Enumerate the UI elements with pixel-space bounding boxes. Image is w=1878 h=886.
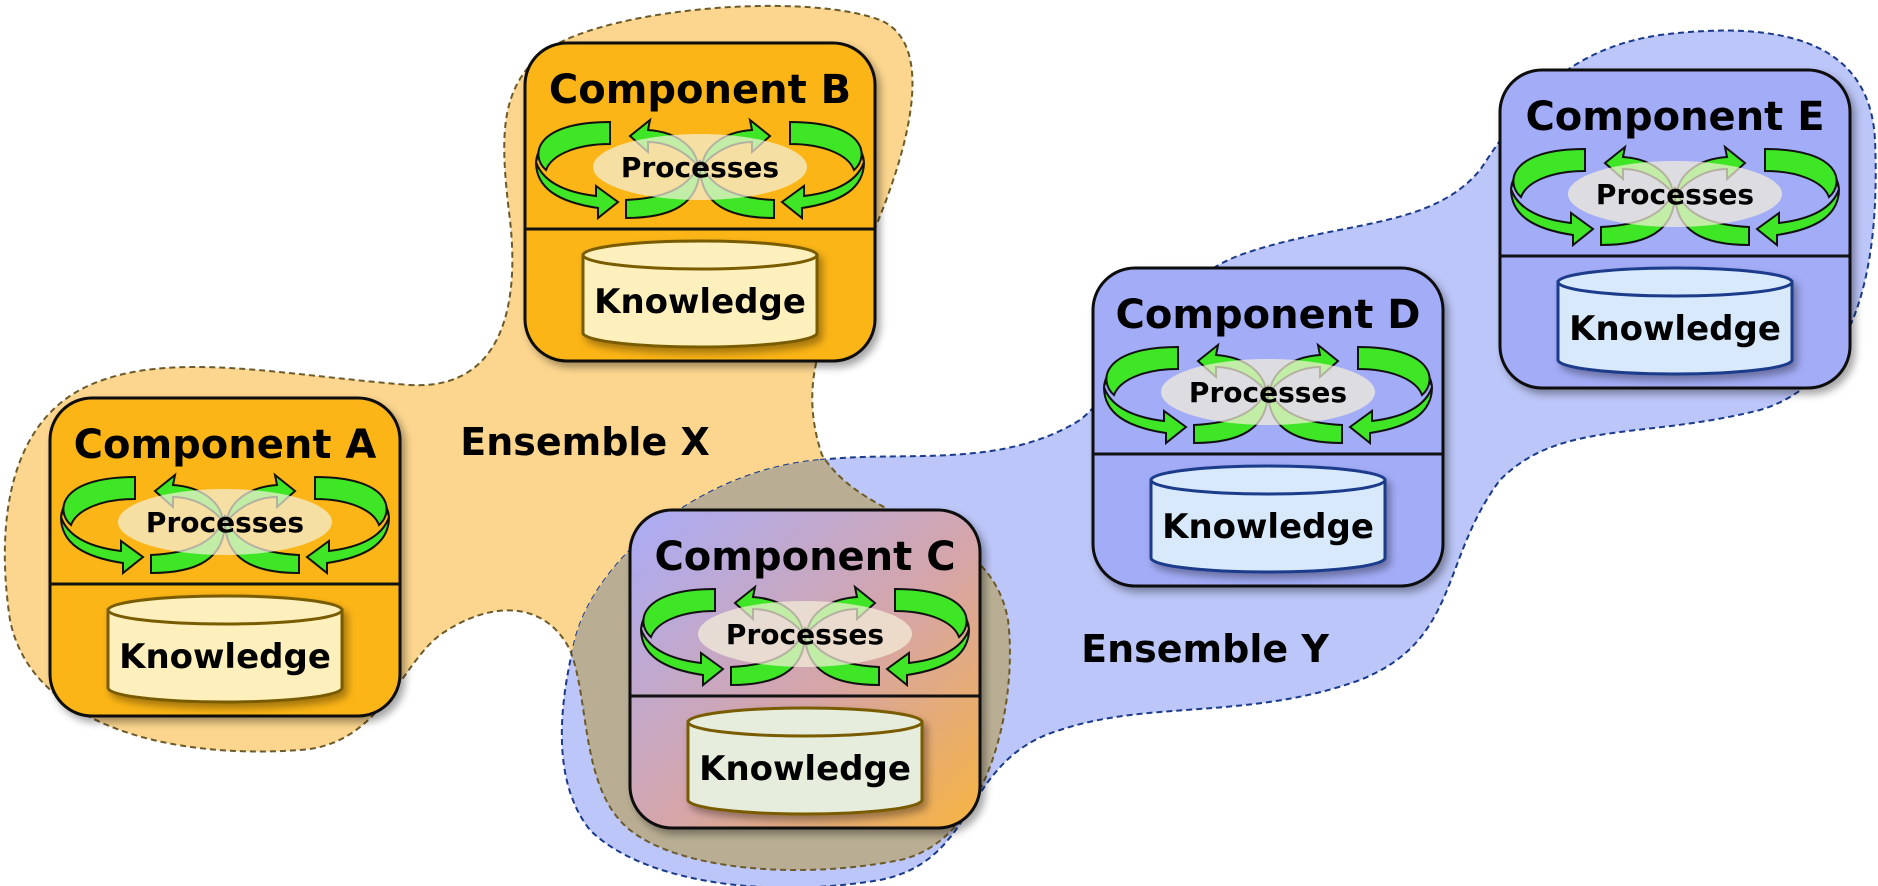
component-title: Component B [549,67,851,113]
ensemble-y-label: Ensemble Y [1081,627,1329,671]
knowledge-label: Knowledge [1162,507,1374,547]
database-icon [106,594,344,704]
database-icon [1556,266,1794,376]
knowledge-label: Knowledge [594,282,806,322]
processes-ellipse [1161,359,1375,425]
component-title: Component A [74,422,377,468]
processes-ellipse [698,601,912,667]
processes-label: Processes [621,151,779,184]
processes-label: Processes [1189,376,1347,409]
component-title: Component C [654,534,955,580]
database-icon [686,706,924,816]
knowledge-label: Knowledge [119,637,331,677]
database-icon [1149,464,1387,574]
database-icon [581,239,819,349]
processes-ellipse [593,134,807,200]
processes-label: Processes [726,618,884,651]
component-title: Component E [1525,94,1824,140]
processes-ellipse [1568,161,1782,227]
processes-ellipse [118,489,332,555]
processes-label: Processes [1596,178,1754,211]
knowledge-label: Knowledge [1569,309,1781,349]
knowledge-label: Knowledge [699,749,911,789]
component-title: Component D [1116,292,1421,338]
processes-label: Processes [146,506,304,539]
ensemble-x-label: Ensemble X [460,420,710,464]
